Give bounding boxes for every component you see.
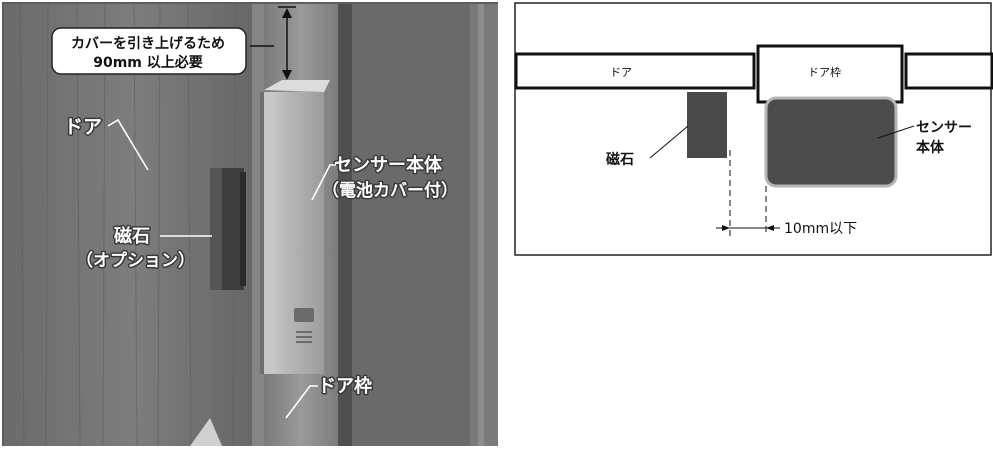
schematic-door-label: ドア [610, 66, 632, 79]
photo-door-label: ドア [64, 116, 102, 138]
photo-sensor-sublabel: （電池カバー付） [322, 180, 458, 201]
schematic-magnet [687, 92, 727, 158]
sensor-photo [260, 80, 330, 374]
schematic-border [514, 2, 992, 256]
cover-note-line1: カバーを引き上げるため [71, 36, 225, 52]
photo-magnet-sublabel: （オプション） [76, 250, 195, 271]
clearance-arrow [250, 6, 296, 80]
sensor-logo-icon [294, 308, 314, 343]
gap-label: 10mm以下 [784, 221, 857, 237]
photo-frame-label: ドア枠 [318, 375, 372, 397]
photo-magnet-label: 磁石 [114, 225, 150, 247]
gap-dimension [716, 150, 780, 236]
schematic-door [514, 52, 756, 90]
magnet-photo [210, 168, 246, 290]
frame-groove [338, 4, 352, 446]
schematic-magnet-label: 磁石 [606, 151, 634, 168]
photo-sensor-leader [311, 164, 336, 201]
schematic-sensor-label: センサー [916, 120, 972, 136]
paper-sheet [190, 418, 222, 446]
door-photo: カバーを引き上げるため 90mm 以上必要 ドア 磁石 （オプション） センサー… [2, 2, 498, 447]
schematic-frame [756, 44, 904, 104]
schematic-sensor-leader [877, 125, 915, 139]
photo-door-leader [107, 118, 149, 171]
schematic-magnet-leader [649, 125, 689, 159]
photo-sensor-label: センサー本体 [334, 154, 443, 176]
photo-frame-leader [285, 385, 318, 419]
schematic-sensor [764, 96, 898, 188]
schematic-wall [904, 52, 993, 90]
cover-callout-box [51, 27, 247, 75]
cover-note-line2: 90mm 以上必要 [93, 54, 203, 71]
schematic-frame-label: ドア枠 [808, 65, 841, 79]
schematic-sensor-sublabel: 本体 [916, 139, 945, 156]
gap-schematic: ドア ドア枠 磁石 センサー 本体 10mm以下 [514, 2, 993, 256]
